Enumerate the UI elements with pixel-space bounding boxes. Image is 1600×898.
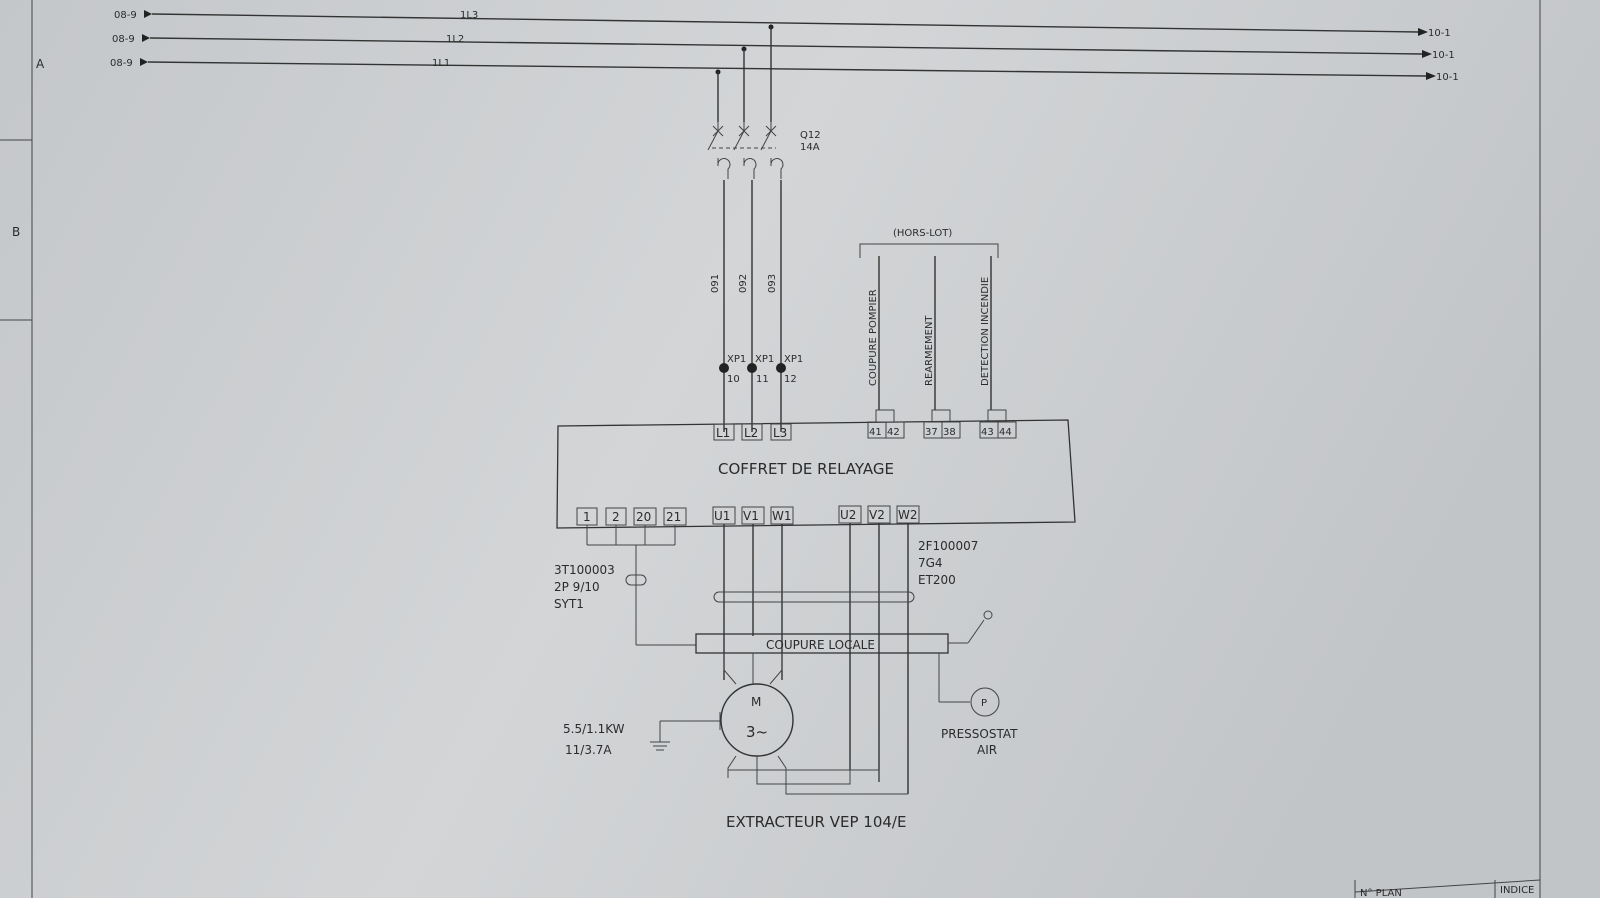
bus-origin-label: 08-9	[112, 34, 135, 45]
bus-destination-label: 10-1	[1436, 72, 1459, 83]
pressostat-label-line2: AIR	[977, 743, 997, 757]
motor-symbol: M	[751, 695, 761, 709]
bus-origin-label: 08-9	[114, 10, 137, 21]
terminal-l2: L2	[744, 426, 758, 440]
bus-destination-label: 10-1	[1432, 50, 1455, 61]
breaker-q12: Q12 14A	[707, 122, 821, 179]
terminal-42: 42	[887, 427, 900, 438]
motor-power: 5.5/1.1KW	[563, 722, 625, 736]
control-wiring: 3T100003 2P 9/10 SYT1	[554, 525, 696, 646]
wire-label-092: 092	[738, 274, 749, 293]
plan-number-label: N° PLAN	[1360, 888, 1402, 898]
connector-name: XP1	[727, 354, 746, 365]
connector-xp1-group: XP1 10 XP1 11 XP1 12	[719, 354, 803, 385]
bus-destination-label: 10-1	[1428, 28, 1451, 39]
terminal-21: 21	[666, 510, 681, 524]
coffret-de-relayage: COFFRET DE RELAYAGE L1 L2 L3 41 42 37 38…	[556, 419, 1076, 529]
connector-pin: 11	[756, 374, 769, 385]
connector-name: XP1	[755, 354, 774, 365]
terminal-41: 41	[869, 427, 882, 438]
coffret-title: COFFRET DE RELAYAGE	[718, 460, 894, 478]
signal-coupure-pompier: COUPURE POMPIER	[868, 289, 879, 386]
terminal-w1: W1	[772, 509, 792, 523]
cable-left-line1: 3T100003	[554, 563, 615, 577]
connector-pin: 10	[727, 374, 740, 385]
cable-left-line2: 2P 9/10	[554, 580, 600, 594]
power-wires: 091 092 093	[710, 180, 782, 432]
terminal-v2: V2	[869, 508, 885, 522]
cable-right-line1: 2F100007	[918, 539, 978, 553]
breaker-name: Q12	[800, 130, 821, 141]
bus-origin-label: 08-9	[110, 58, 133, 69]
motor-phase: 3~	[746, 723, 768, 741]
zone-label-b: B	[12, 225, 20, 239]
bus-1L2: 08-9 1L2 10-1	[112, 34, 1455, 61]
bus-taps	[715, 24, 774, 122]
pressostat-label-line1: PRESSOSTAT	[941, 727, 1018, 741]
bus-lines: 08-9 1L3 10-1 08-9 1L2 10-1 08-9 1L1 10-…	[110, 10, 1459, 83]
terminal-37: 37	[925, 427, 938, 438]
cable-right-line3: ET200	[918, 573, 956, 587]
bus-name-label: 1L2	[446, 34, 464, 45]
coupure-locale: COUPURE LOCALE	[695, 610, 993, 654]
terminal-l3: L3	[773, 426, 787, 440]
terminal-v1: V1	[743, 509, 759, 523]
terminal-u1: U1	[714, 509, 730, 523]
signal-detection-incendie: DETECTION INCENDIE	[980, 277, 991, 386]
terminal-1: 1	[583, 510, 591, 524]
bus-name-label: 1L1	[432, 58, 450, 69]
breaker-rating: 14A	[800, 142, 820, 153]
drawing-frame: A B N° PLAN INDICE	[0, 0, 1541, 898]
hors-lot-label: (HORS-LOT)	[893, 228, 952, 239]
diagram-caption: EXTRACTEUR VEP 104/E	[726, 813, 906, 831]
hors-lot-group: (HORS-LOT) COUPURE POMPIER REARMEMENT DE…	[859, 228, 1007, 423]
cable-left-line3: SYT1	[554, 597, 584, 611]
bus-name-label: 1L3	[460, 10, 478, 21]
connector-name: XP1	[784, 354, 803, 365]
terminal-20: 20	[636, 510, 651, 524]
cable-right-line2: 7G4	[918, 556, 943, 570]
zone-label-a: A	[36, 57, 45, 71]
bus-1L3: 08-9 1L3 10-1	[114, 10, 1451, 39]
connector-pin: 12	[784, 374, 797, 385]
motor-current: 11/3.7A	[565, 743, 612, 757]
pressostat-air: P PRESSOSTAT AIR	[938, 653, 1018, 757]
wire-label-091: 091	[710, 274, 721, 293]
wire-label-093: 093	[767, 274, 778, 293]
signal-rearmement: REARMEMENT	[924, 315, 935, 386]
coupure-locale-label: COUPURE LOCALE	[766, 638, 875, 652]
terminal-38: 38	[943, 427, 956, 438]
terminal-2: 2	[612, 510, 620, 524]
terminal-w2: W2	[898, 508, 918, 522]
top-terminals: L1 L2 L3 41 42 37 38 43 44	[713, 421, 1017, 441]
pressostat-symbol: P	[981, 698, 987, 709]
bus-1L1: 08-9 1L1 10-1	[110, 58, 1459, 83]
motor-extracteur: M 3~ 5.5/1.1KW 11/3.7A	[563, 653, 908, 795]
indice-label: INDICE	[1500, 885, 1534, 896]
terminal-43: 43	[981, 427, 994, 438]
terminal-u2: U2	[840, 508, 856, 522]
terminal-l1: L1	[716, 426, 730, 440]
terminal-44: 44	[999, 427, 1012, 438]
